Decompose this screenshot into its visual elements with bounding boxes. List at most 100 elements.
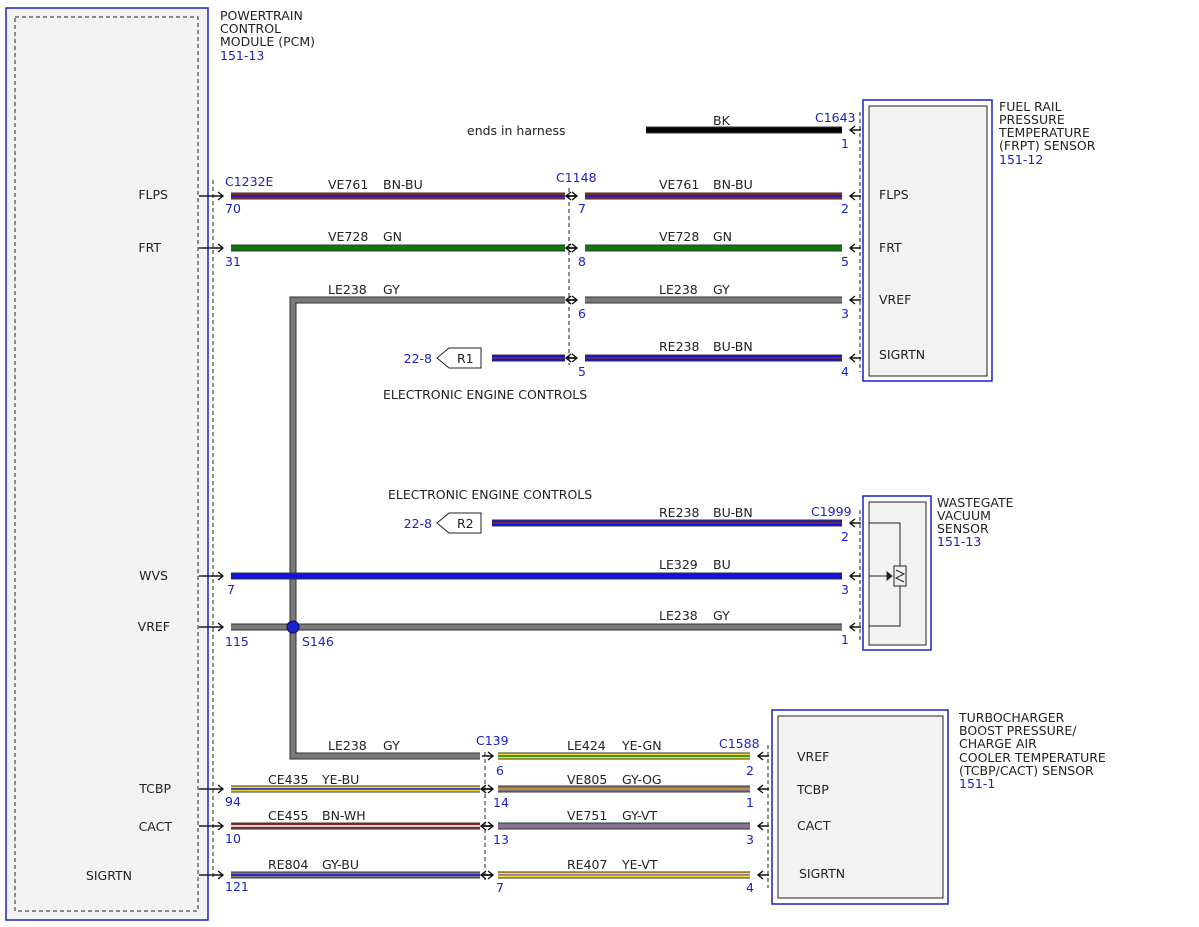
ref-r2[interactable]: 22-8 R2: [404, 512, 482, 534]
tcbp-ref[interactable]: 151-1: [959, 776, 995, 791]
terminal-arrow: [212, 870, 225, 880]
terminal-arrow: [212, 622, 225, 632]
pcm-pin-cact: CACT: [139, 819, 173, 834]
pcm-pin-vref: VREF: [138, 619, 170, 634]
wire-le238-tcbp[interactable]: [289, 627, 480, 760]
pin-number: 5: [578, 364, 586, 379]
terminal-arrow: [564, 353, 577, 363]
terminal-arrow: [756, 784, 769, 794]
frpt-pin-flps: FLPS: [879, 187, 909, 202]
splice-s146[interactable]: [286, 620, 300, 634]
wire-label-color: GN: [383, 229, 402, 244]
pin-number: 4: [841, 364, 849, 379]
pin-number: 7: [578, 201, 586, 216]
frpt-title-4: (FRPT) SENSOR: [999, 138, 1096, 153]
tcbp-sensor: VREF TCBP CACT SIGRTN TURBOCHARGER BOOST…: [767, 709, 1106, 905]
connector-c139[interactable]: C139: [476, 733, 509, 748]
pin-number: 8: [578, 254, 586, 269]
terminal-arrow: [848, 518, 861, 528]
pin-number: 1: [841, 632, 849, 647]
frpt-title-1: FUEL RAIL: [999, 99, 1062, 114]
wire-label-color: YE-VT: [621, 857, 658, 872]
wire-label-bk: BK: [713, 113, 731, 128]
wire-label-circuit: VE728: [328, 229, 368, 244]
wire-label-circuit: CE435: [268, 772, 309, 787]
pcm-ref[interactable]: 151-13: [220, 48, 264, 63]
wire-label-color: GY: [713, 282, 730, 297]
terminal-arrow: [479, 821, 492, 831]
terminal-arrow: [756, 870, 769, 880]
pcm-pin-sigrtn: SIGRTN: [86, 868, 132, 883]
tcbp-title-4: COOLER TEMPERATURE: [959, 750, 1106, 765]
connector-c1643[interactable]: C1643: [815, 110, 856, 125]
pin-number: 1: [841, 136, 849, 151]
terminal-arrow: [212, 821, 225, 831]
terminal-arrow: [848, 243, 861, 253]
pin-number: 121: [225, 879, 249, 894]
pin-number: 115: [225, 634, 249, 649]
wire-label-circuit: LE238: [328, 282, 367, 297]
ref-r2-page[interactable]: 22-8: [404, 516, 432, 531]
ref-r1-page[interactable]: 22-8: [404, 351, 432, 366]
wire-label-circuit: LE424: [567, 738, 606, 753]
terminal-arrow: [848, 191, 861, 201]
pin-number: 94: [225, 794, 241, 809]
frpt-ref[interactable]: 151-12: [999, 152, 1043, 167]
pcm-pin-flps: FLPS: [138, 187, 168, 202]
wire-label-circuit: VE728: [659, 229, 699, 244]
wire-label-circuit: RE407: [567, 857, 607, 872]
terminal-arrow: [848, 295, 861, 305]
connector-c1148[interactable]: C1148: [556, 170, 597, 185]
terminal-arrow: [564, 295, 577, 305]
terminal-arrow: [756, 751, 769, 761]
tcbp-title-5: (TCBP/CACT) SENSOR: [959, 763, 1094, 778]
connector-c1588[interactable]: C1588: [719, 736, 760, 751]
connector-c1232e[interactable]: C1232E: [225, 174, 274, 189]
wvs-ref[interactable]: 151-13: [937, 534, 981, 549]
ref-r1-tag: R1: [457, 351, 474, 366]
pin-number: 10: [225, 831, 241, 846]
pin-number: 1: [746, 795, 754, 810]
wire-label-color: BN-BU: [383, 177, 423, 192]
wire-label-color: BN-BU: [713, 177, 753, 192]
wire-le238-trunk[interactable]: [289, 296, 565, 627]
pin-number: 7: [496, 880, 504, 895]
wire-label-circuit: LE238: [659, 282, 698, 297]
pin-number: 4: [746, 880, 754, 895]
tcbp-title-1: TURBOCHARGER: [958, 710, 1065, 725]
connector-c1999[interactable]: C1999: [811, 504, 852, 519]
tcbp-pin-cact: CACT: [797, 818, 831, 833]
pcm-pin-tcbp: TCBP: [138, 781, 171, 796]
terminal-arrow: [756, 821, 769, 831]
pin-numbers: 70 31 7 115 94 10 121 7 8 6 5 1 2 5 3 4 …: [225, 136, 849, 895]
pin-number: 3: [841, 306, 849, 321]
frpt-sensor: FLPS FRT VREF SIGRTN FUEL RAIL PRESSURE …: [859, 99, 1096, 382]
wire-label-circuit: RE238: [659, 339, 699, 354]
frpt-title-2: PRESSURE: [999, 112, 1065, 127]
pin-number: 13: [493, 832, 509, 847]
frpt-title-3: TEMPERATURE: [998, 125, 1090, 140]
pin-number: 70: [225, 201, 241, 216]
note-eec-1: ELECTRONIC ENGINE CONTROLS: [383, 387, 587, 402]
wire-label-color: YE-GN: [621, 738, 662, 753]
ref-r1[interactable]: 22-8 R1: [404, 347, 482, 369]
pin-number: 6: [578, 306, 586, 321]
pin-number: 3: [841, 582, 849, 597]
frpt-pin-frt: FRT: [879, 240, 902, 255]
pcm-pin-frt: FRT: [138, 240, 161, 255]
pcm-pin-wvs: WVS: [139, 568, 168, 583]
wire-labels: BK VE761 BN-BU VE761 BN-BU VE728 GN VE72…: [268, 113, 753, 872]
terminal-arrow: [848, 353, 861, 363]
splice-label[interactable]: S146: [302, 634, 334, 649]
wire-label-color: BU: [713, 557, 731, 572]
terminal-arrow: [564, 191, 577, 201]
wire-label-color: YE-BU: [321, 772, 359, 787]
terminal-arrow: [479, 870, 492, 880]
wire-label-circuit: CE455: [268, 808, 309, 823]
pin-number: 31: [225, 254, 241, 269]
tcbp-pin-vref: VREF: [797, 749, 829, 764]
wvs-title-2: VACUUM: [937, 508, 991, 523]
frpt-pin-vref: VREF: [879, 292, 911, 307]
pin-number: 7: [227, 582, 235, 597]
